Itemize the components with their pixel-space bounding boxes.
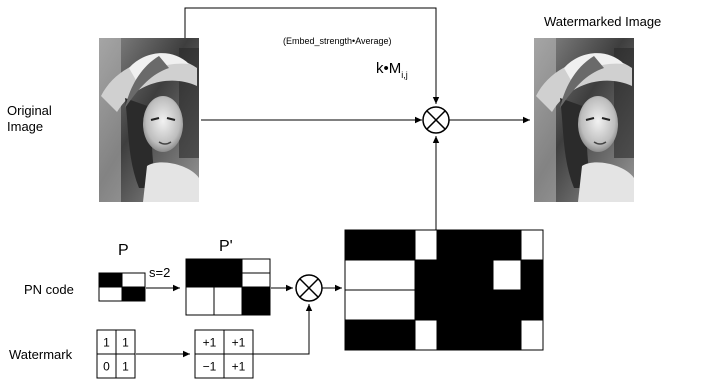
- result-grid-cell: [520, 319, 544, 351]
- pn-code-grid: [98, 272, 146, 302]
- result-grid-cell: [344, 319, 416, 351]
- result-grid-cell: [414, 229, 438, 261]
- formula-note: (Embed_strength•Average): [283, 36, 392, 46]
- result-grid-cell: [414, 259, 438, 291]
- grid-cell-value: −1: [203, 359, 217, 373]
- watermarked-image: [533, 37, 635, 203]
- watermarked-label: Watermarked Image: [544, 14, 661, 29]
- grid-cell-value: 0: [103, 359, 110, 373]
- original-image: [98, 37, 200, 203]
- watermark-label: Watermark: [9, 347, 73, 362]
- result-grid-cell: [520, 259, 544, 291]
- result-grid-cell: [520, 289, 544, 321]
- k-symbol-main: k•M: [376, 60, 401, 77]
- result-grid-cell: [344, 229, 416, 261]
- p-prime-cell: [241, 286, 271, 316]
- p-prime-label: P': [219, 238, 233, 255]
- p-prime-cell: [241, 272, 271, 288]
- p-prime-cell: [213, 272, 243, 288]
- p-prime-cell: [185, 258, 215, 274]
- p-prime-cell: [185, 272, 215, 288]
- result-grid: [344, 229, 544, 351]
- grid-cell-value: +1: [232, 335, 246, 349]
- original-label-line2: Image: [7, 119, 43, 134]
- grid-cell-value: 1: [122, 335, 129, 349]
- grid-cell: [223, 329, 254, 355]
- result-grid-cell: [492, 319, 522, 351]
- p-prime-cell: [213, 286, 243, 316]
- k-symbol-subscript: i,j: [401, 70, 408, 80]
- result-grid-cell: [344, 259, 416, 291]
- pn-code-cell: [121, 272, 146, 288]
- grid-cell-value: 1: [122, 359, 129, 373]
- result-grid-cell: [492, 229, 522, 261]
- result-grid-cell: [492, 259, 522, 291]
- feedback-path: [184, 7, 440, 104]
- p-label: P: [118, 242, 129, 259]
- grid-cell-value: +1: [232, 359, 246, 373]
- pn-code-cell: [98, 286, 123, 302]
- grid-cell-value: +1: [203, 335, 217, 349]
- result-grid-cell: [344, 289, 416, 321]
- scale-factor-label: s=2: [149, 265, 170, 280]
- p-prime-cell: [185, 286, 215, 316]
- p-prime-cell: [241, 258, 271, 274]
- signed-to-multiplier-path: [253, 304, 313, 355]
- result-grid-cell: [436, 259, 494, 291]
- p-prime-grid: [185, 258, 271, 316]
- result-grid-cell: [436, 289, 494, 321]
- pn-code-label: PN code: [24, 282, 74, 297]
- k-symbol: k•Mi,j: [376, 60, 408, 80]
- grid-cell-value: 1: [103, 335, 110, 349]
- result-grid-cell: [492, 289, 522, 321]
- result-grid-cell: [414, 289, 438, 321]
- multiplier-icon: [422, 106, 450, 134]
- result-grid-cell: [520, 229, 544, 261]
- grid-cell: [115, 353, 136, 379]
- result-grid-cell: [436, 319, 494, 351]
- multiplier-icon: [295, 274, 323, 302]
- result-grid-cell: [436, 229, 494, 261]
- pn-code-cell: [98, 272, 123, 288]
- result-grid-cell: [414, 319, 438, 351]
- original-label-line1: Original: [7, 103, 52, 118]
- grid-cell: [223, 353, 254, 379]
- p-prime-cell: [213, 258, 243, 274]
- signed-pn-grid: +1 +1 −1 +1: [194, 329, 254, 379]
- pn-code-cell: [121, 286, 146, 302]
